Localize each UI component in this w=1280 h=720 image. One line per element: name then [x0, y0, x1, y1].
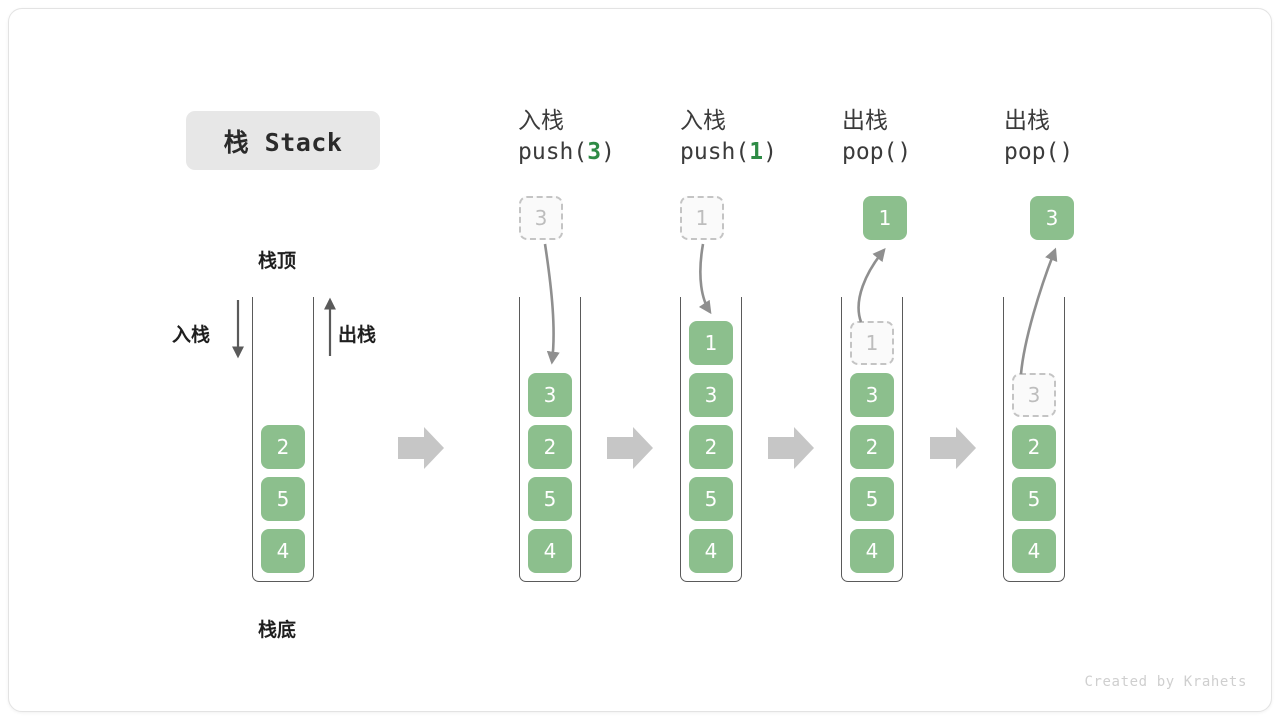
column-header-cn: 入栈 [518, 108, 564, 134]
column-header-cn: 出栈 [842, 108, 888, 134]
stack-cell-ghost: 1 [850, 321, 894, 365]
floating-cell-ghost: 1 [680, 196, 724, 240]
column-header-code: push(1) [680, 137, 880, 168]
code-arg: 3 [587, 139, 602, 166]
column-header-code: pop() [842, 137, 1042, 168]
stack-container [252, 297, 314, 582]
stack-cell-ghost: 3 [1012, 373, 1056, 417]
stack-title-badge: 栈 Stack [186, 111, 380, 170]
stack-cell: 5 [528, 477, 572, 521]
column-header-cn: 出栈 [1004, 108, 1050, 134]
stack-container [841, 297, 903, 582]
code-suffix: ) [601, 139, 615, 166]
code-suffix: ) [1059, 139, 1074, 166]
stack-cell: 4 [689, 529, 733, 573]
column-header-pop-1: 出栈 pop() [842, 106, 1042, 168]
stack-cell: 2 [261, 425, 305, 469]
stack-container [519, 297, 581, 582]
stack-cell: 2 [528, 425, 572, 469]
column-header-code: pop() [1004, 137, 1204, 168]
stack-container [1003, 297, 1065, 582]
stack-cell: 3 [850, 373, 894, 417]
code-prefix: push( [680, 139, 750, 166]
stack-cell: 1 [689, 321, 733, 365]
code-arg: 1 [749, 139, 764, 166]
stack-container [680, 297, 742, 582]
floating-cell-popped: 3 [1030, 196, 1074, 240]
floating-cell-popped: 1 [863, 196, 907, 240]
stack-cell: 5 [261, 477, 305, 521]
stack-cell: 5 [689, 477, 733, 521]
code-prefix: pop( [1004, 139, 1060, 166]
column-header-code: push(3) [518, 137, 718, 168]
stack-cell: 4 [850, 529, 894, 573]
label-stack-top: 栈顶 [258, 250, 297, 272]
stack-cell: 2 [689, 425, 733, 469]
code-prefix: pop( [842, 139, 898, 166]
label-stack-bottom: 栈底 [258, 619, 297, 641]
stack-cell: 4 [261, 529, 305, 573]
code-suffix: ) [763, 139, 777, 166]
column-header-push-1: 入栈 push(1) [680, 106, 880, 168]
column-header-cn: 入栈 [680, 108, 726, 134]
column-header-pop-3: 出栈 pop() [1004, 106, 1204, 168]
stack-cell: 5 [850, 477, 894, 521]
stack-cell: 2 [1012, 425, 1056, 469]
label-push-side: 入栈 [172, 324, 211, 346]
label-pop-side: 出栈 [338, 324, 377, 346]
floating-cell-ghost: 3 [519, 196, 563, 240]
stack-cell: 2 [850, 425, 894, 469]
stack-cell: 4 [528, 529, 572, 573]
stack-cell: 4 [1012, 529, 1056, 573]
code-prefix: push( [518, 139, 588, 166]
column-header-push-3: 入栈 push(3) [518, 106, 718, 168]
code-suffix: ) [897, 139, 912, 166]
stack-cell: 3 [689, 373, 733, 417]
stack-title-text: 栈 Stack [223, 127, 343, 157]
stack-cell: 5 [1012, 477, 1056, 521]
stack-cell: 3 [528, 373, 572, 417]
credit-text: Created by Krahets [1084, 674, 1247, 690]
